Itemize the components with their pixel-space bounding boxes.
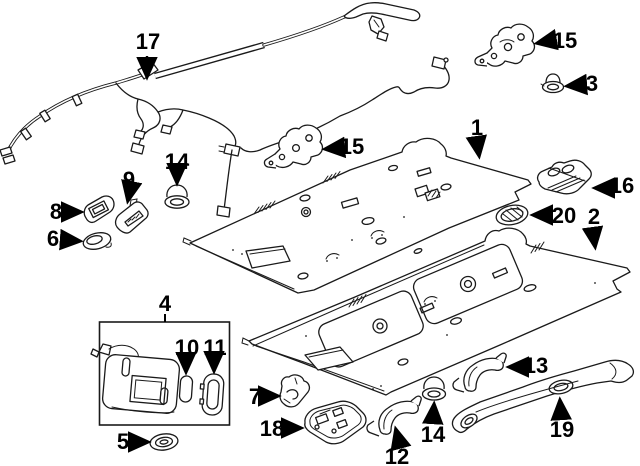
callout-2: 2	[581, 204, 604, 251]
svg-text:12: 12	[385, 444, 409, 466]
callout-1: 1	[465, 115, 487, 160]
svg-text:20: 20	[552, 203, 576, 228]
svg-text:1: 1	[471, 115, 483, 140]
callout-3: 3	[563, 71, 598, 96]
overhead-console-18	[304, 400, 367, 445]
svg-text:11: 11	[203, 335, 226, 360]
svg-text:2: 2	[588, 204, 600, 229]
visor-lens-10	[178, 375, 194, 403]
callout-7: 7	[249, 384, 282, 409]
svg-text:7: 7	[249, 384, 261, 409]
roof-bracket-15a	[474, 23, 536, 67]
roof-bracket-15b	[263, 124, 324, 169]
svg-text:5: 5	[117, 429, 129, 454]
svg-text:14: 14	[421, 422, 446, 447]
callout-15-mid: 15	[321, 134, 364, 159]
callout-5: 5	[117, 429, 152, 454]
callout-13: 13	[505, 353, 548, 378]
dome-lamp-16	[536, 159, 592, 195]
coat-hook-7	[279, 374, 311, 408]
grab-handle-12	[366, 395, 422, 437]
svg-text:10: 10	[175, 335, 199, 360]
roof-rail-trim-19	[451, 359, 635, 434]
svg-text:16: 16	[610, 173, 634, 198]
svg-text:14: 14	[165, 149, 190, 174]
washer-5	[149, 433, 179, 451]
callout-12: 12	[385, 425, 412, 466]
headliner-panel-front	[182, 137, 532, 294]
dome-lens-6	[82, 232, 112, 250]
callout-19: 19	[550, 396, 574, 442]
callout-4: 4	[159, 291, 172, 322]
roof-wiring-harness	[0, 1, 450, 218]
lamp-lens-8	[83, 195, 115, 224]
callout-15-top: 15	[533, 28, 577, 53]
svg-text:13: 13	[524, 353, 548, 378]
callouts: 17 15 3 15 14 9 8 6	[47, 28, 634, 466]
svg-text:6: 6	[47, 226, 59, 251]
grab-handle-13	[452, 352, 507, 393]
svg-text:17: 17	[136, 29, 160, 54]
callout-6: 6	[47, 226, 84, 251]
callout-17: 17	[136, 29, 160, 81]
callout-11: 11	[203, 335, 227, 375]
callout-14-lower: 14	[421, 400, 446, 447]
callout-14-upper: 14	[165, 149, 190, 187]
sun-visor	[90, 343, 181, 414]
callout-20: 20	[529, 203, 576, 228]
callout-9: 9	[121, 167, 143, 205]
svg-text:9: 9	[123, 167, 135, 192]
svg-text:15: 15	[340, 134, 364, 159]
svg-text:18: 18	[260, 416, 284, 441]
svg-text:4: 4	[159, 291, 172, 316]
svg-text:3: 3	[586, 71, 598, 96]
speaker-grille-20	[495, 204, 529, 226]
callout-10: 10	[175, 335, 199, 376]
callout-16: 16	[591, 173, 634, 199]
push-clip-3	[540, 73, 565, 94]
retainer-wedge-9	[114, 198, 149, 234]
headliner-panel-rear	[241, 227, 631, 396]
svg-text:8: 8	[50, 199, 62, 224]
grommet-clip-14-lower	[421, 376, 447, 401]
svg-text:15: 15	[553, 28, 577, 53]
callout-8: 8	[50, 199, 85, 224]
grommet-clip-14-upper	[164, 184, 190, 209]
svg-text:19: 19	[550, 417, 574, 442]
callout-18: 18	[260, 416, 305, 441]
